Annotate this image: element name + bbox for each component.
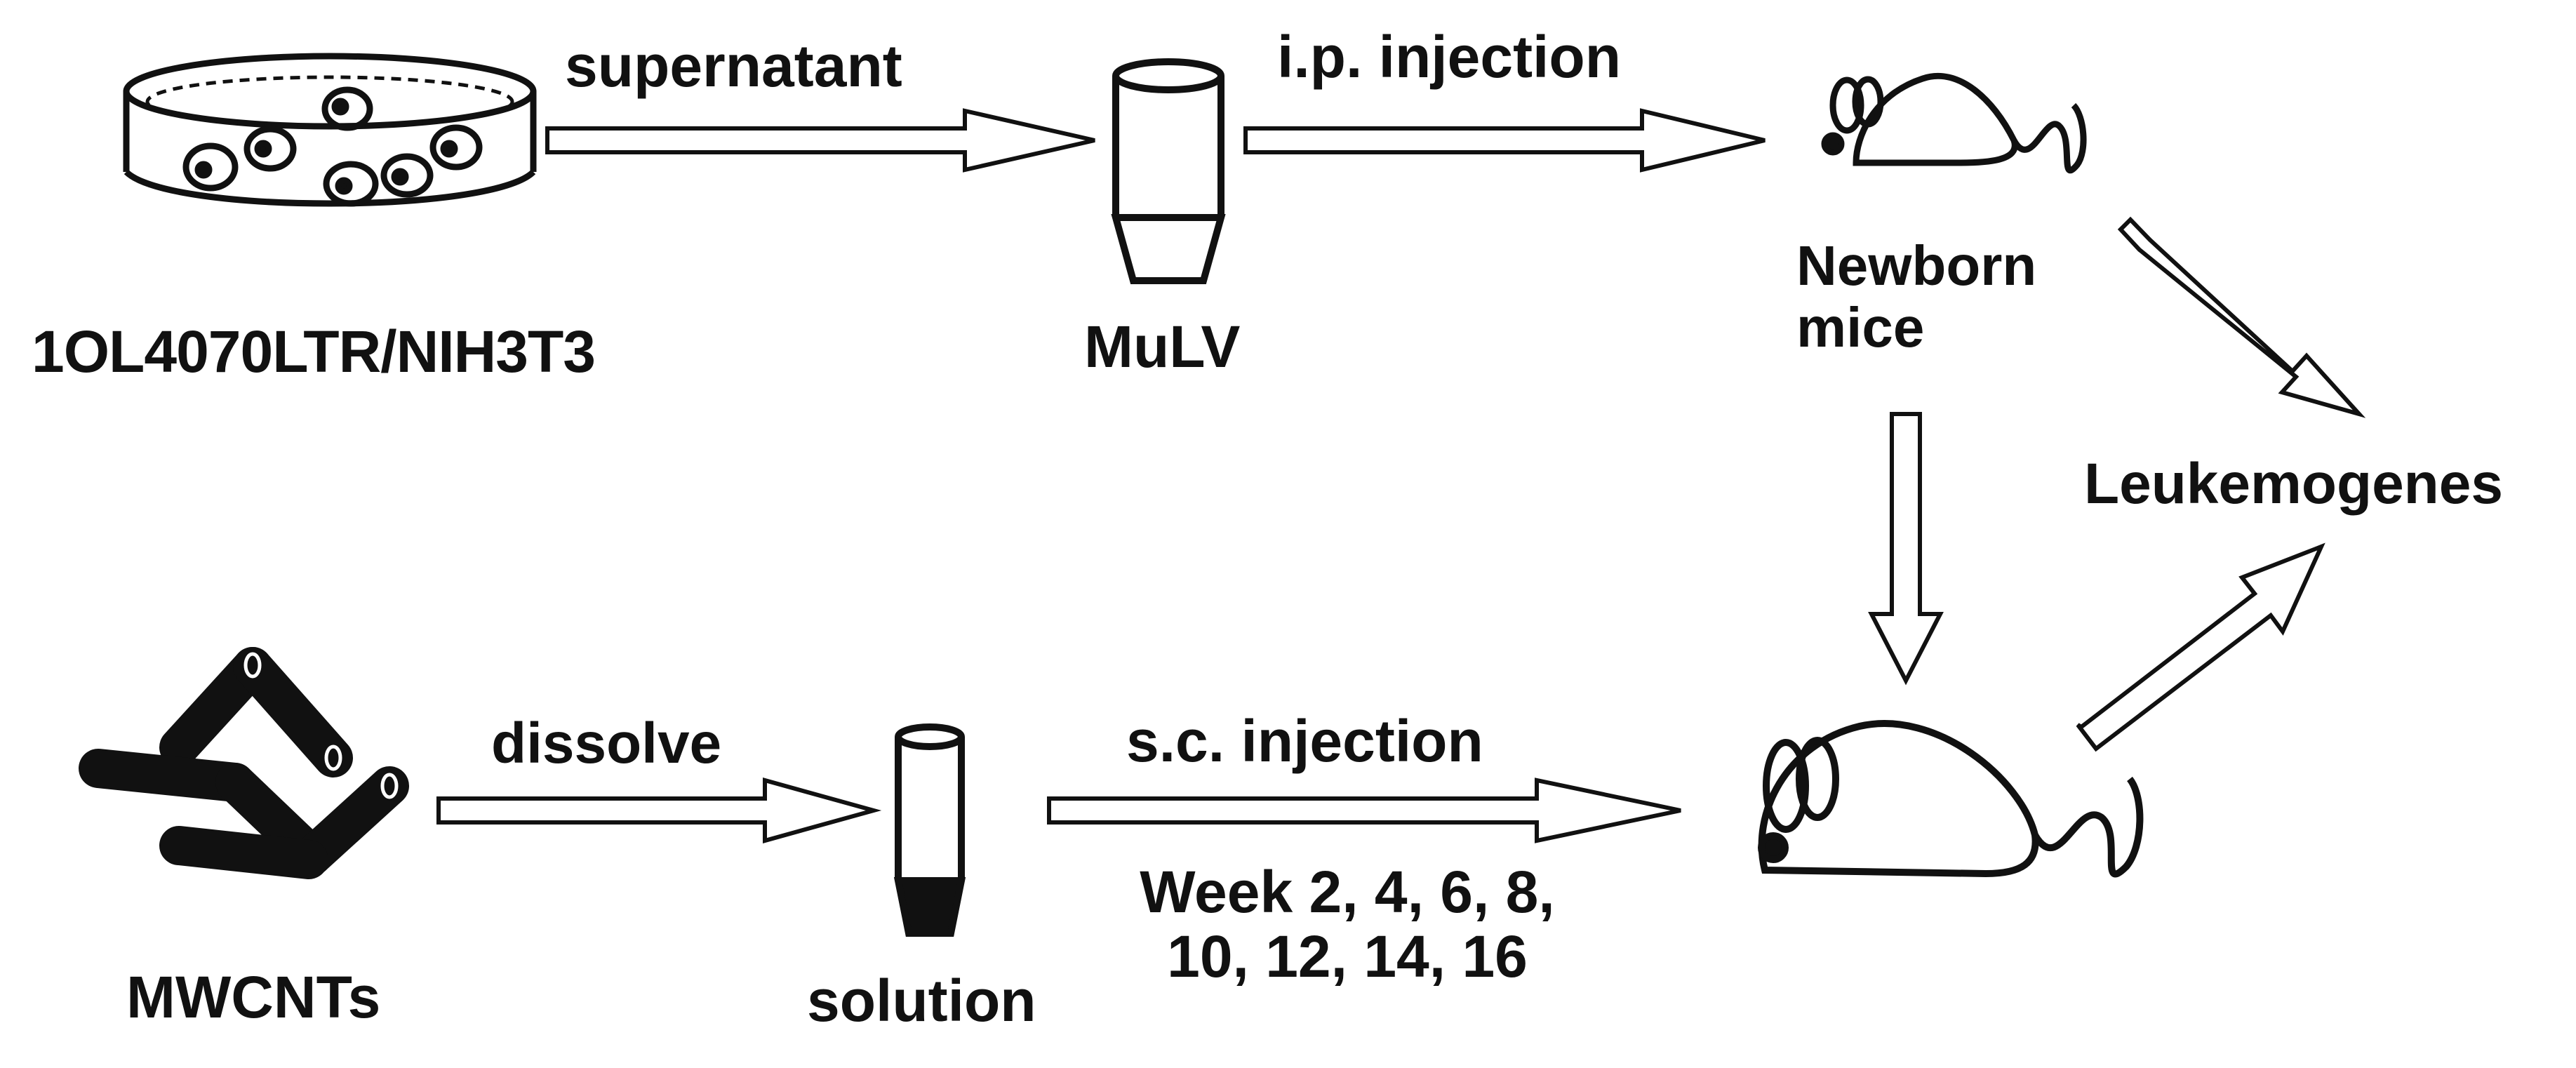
- label-newborn-line1: Newborn: [1796, 234, 2037, 297]
- label-solution: solution: [807, 968, 1036, 1034]
- label-sc-injection: s.c. injection: [1126, 708, 1483, 774]
- solution-tube-icon: [893, 723, 966, 937]
- label-newborn-mice: Newborn mice: [1796, 235, 2036, 359]
- label-weeks-line2: 10, 12, 14, 16: [1167, 923, 1528, 990]
- label-dissolve: dissolve: [491, 712, 722, 775]
- label-ip-injection: i.p. injection: [1277, 24, 1622, 90]
- mouse-icon: [1821, 72, 2087, 174]
- label-mwcnts: MWCNTs: [126, 964, 381, 1030]
- arrow-sc-injection: [1047, 777, 1681, 843]
- arrow-to-leukemogenes-upper: [2117, 216, 2366, 418]
- nanotubes-icon: [79, 647, 409, 879]
- mouse-icon: [1758, 720, 2144, 878]
- label-supernatant: supernatant: [565, 33, 902, 99]
- arrow-dissolve: [436, 777, 882, 843]
- arrow-ip-injection: [1243, 108, 1766, 173]
- label-leukemogenes: Leukemogenes: [2084, 452, 2503, 516]
- label-cell-line: 1OL4070LTR/NIH3T3: [32, 319, 596, 385]
- label-weeks-line1: Week 2, 4, 6, 8,: [1140, 859, 1555, 925]
- label-mulv: MuLV: [1084, 314, 1241, 380]
- petri-dish-icon: [123, 53, 537, 207]
- label-newborn-line2: mice: [1796, 296, 1925, 359]
- arrow-supernatant: [545, 108, 1095, 173]
- arrow-to-leukemogenes-lower: [2076, 542, 2325, 752]
- tube-icon: [1111, 58, 1226, 284]
- label-week-schedule: Week 2, 4, 6, 8, 10, 12, 14, 16: [1095, 860, 1600, 989]
- arrow-down: [1868, 412, 1944, 686]
